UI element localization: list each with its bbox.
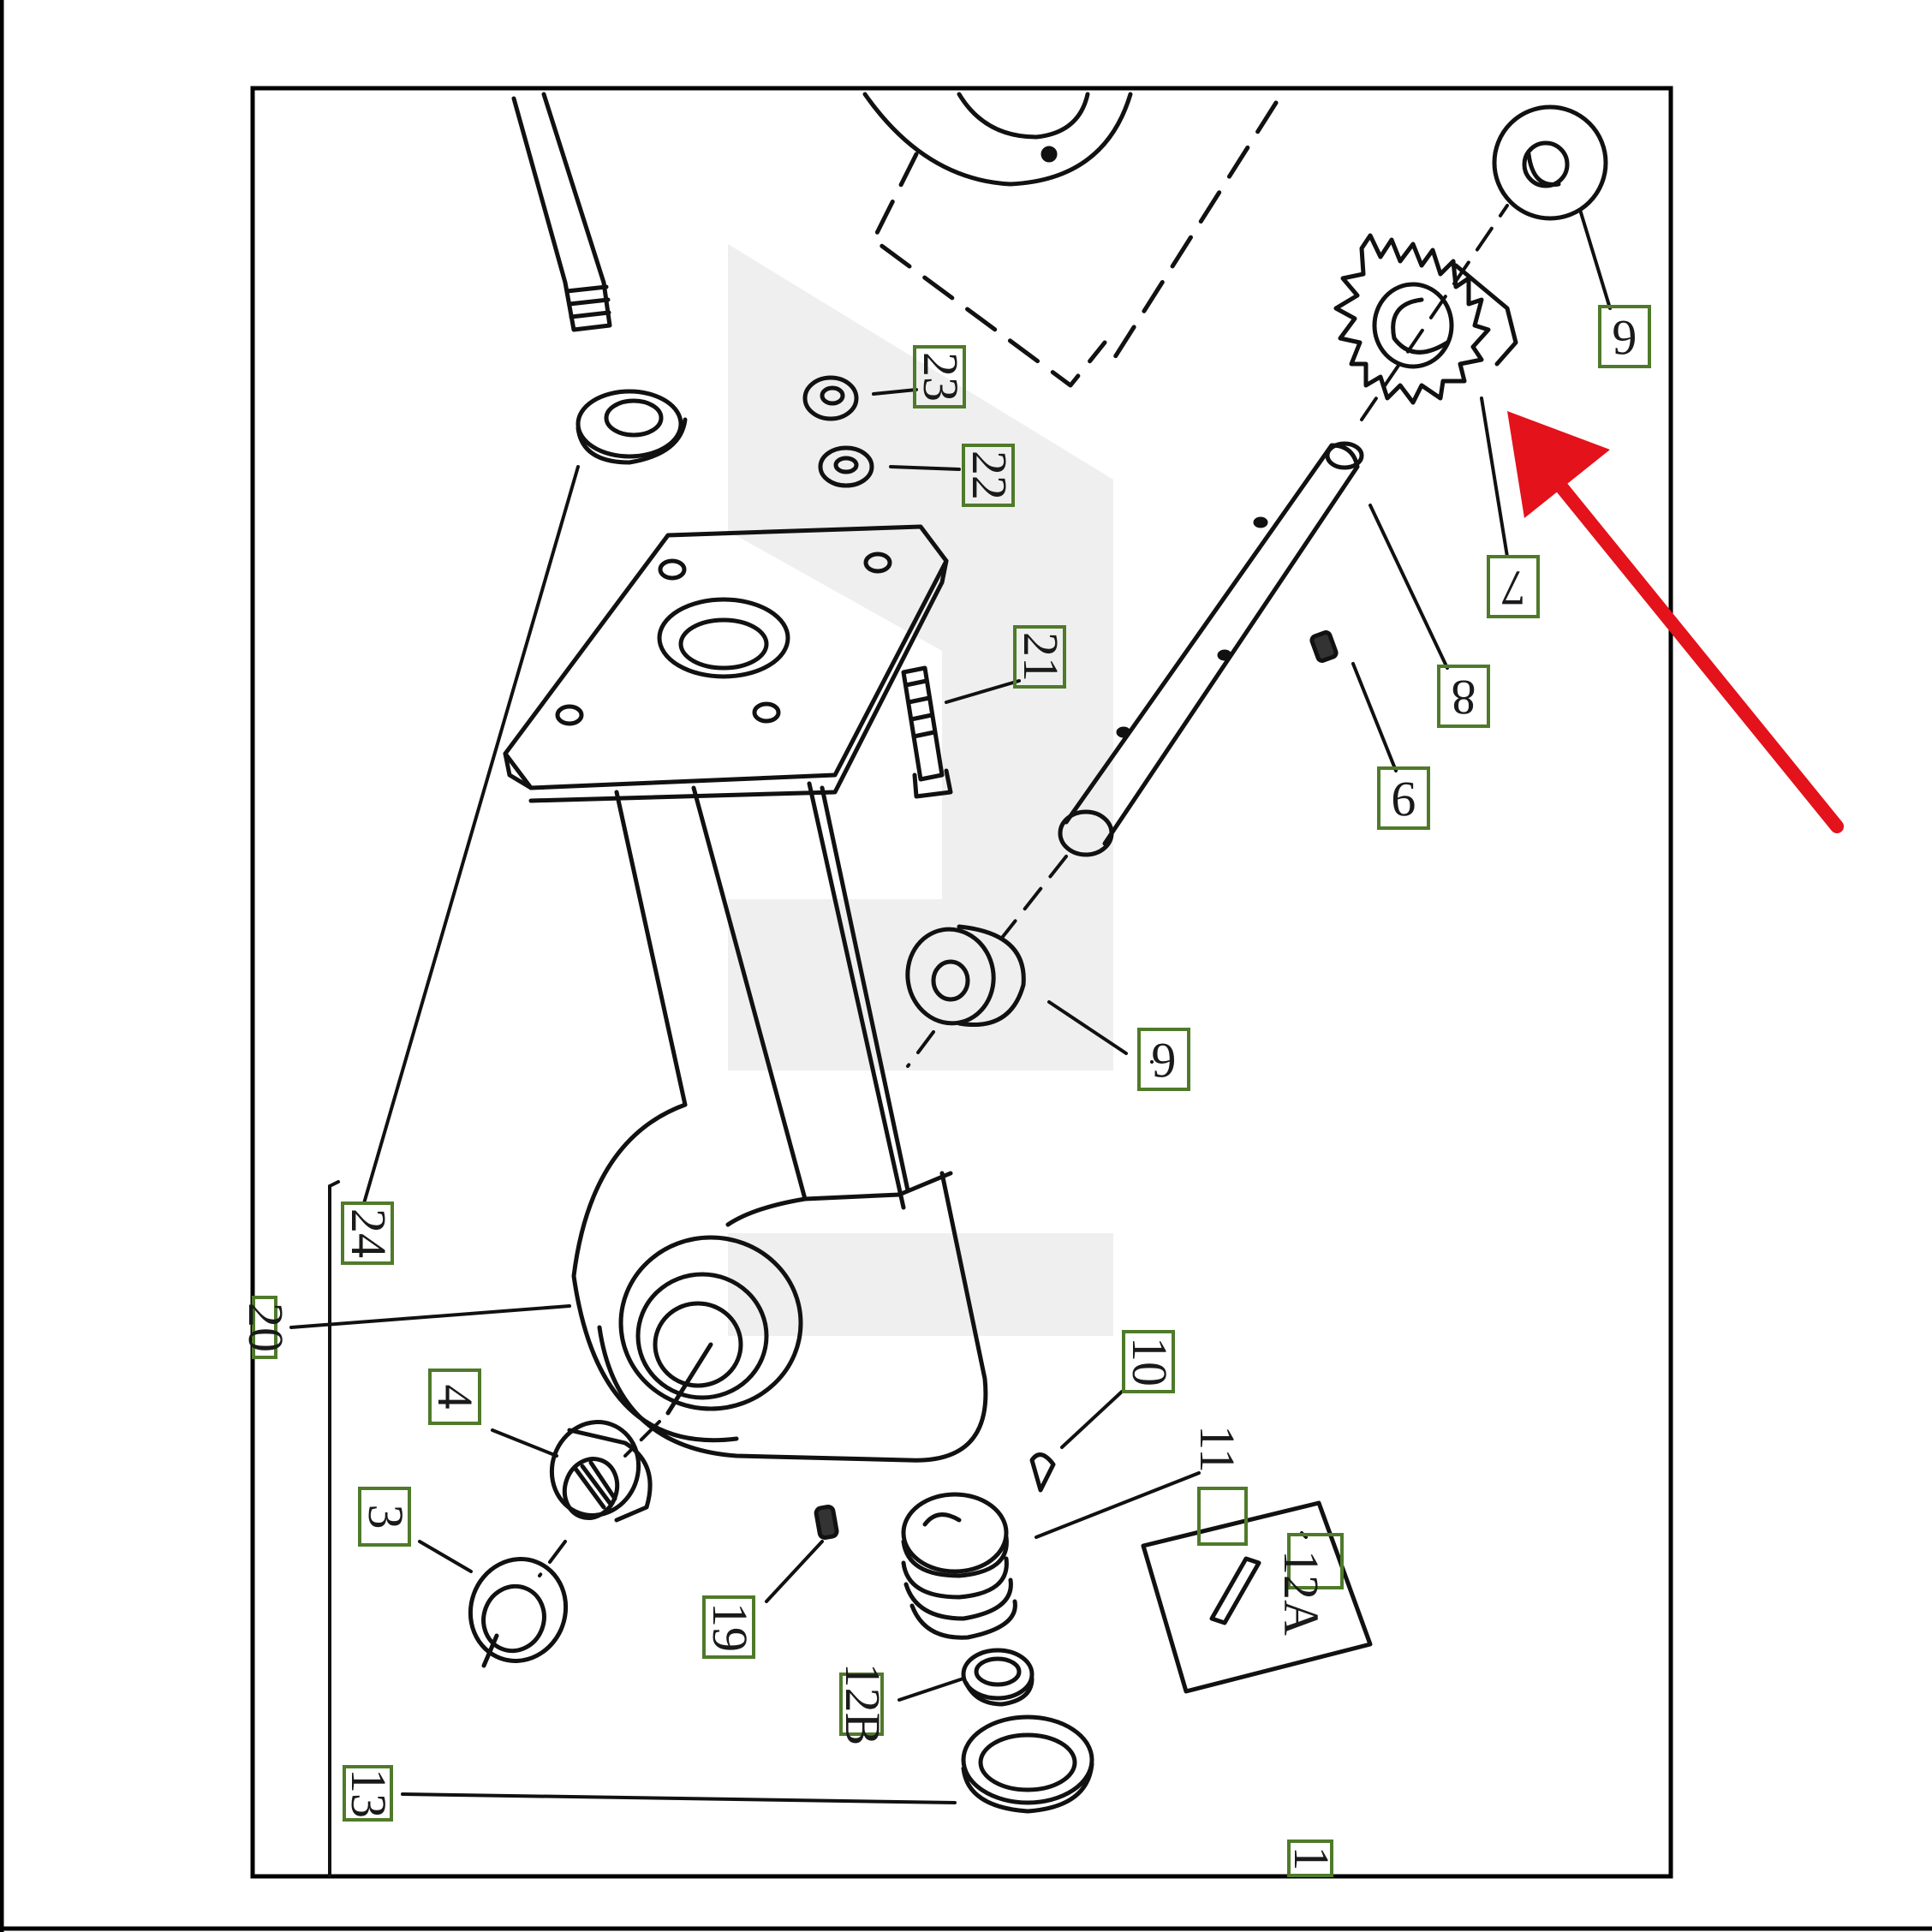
callout-6-middle-label: 6 — [1152, 1033, 1177, 1088]
callout-10-label: 10 — [1122, 1337, 1178, 1386]
leader-lines — [289, 208, 1612, 1877]
callout-4-label: 4 — [427, 1385, 483, 1410]
callout-10: 10 — [1122, 1330, 1178, 1393]
cap-13 — [961, 1714, 1094, 1814]
callout-6-top: 6 — [1598, 305, 1651, 368]
callout-7-label: 7 — [1501, 560, 1526, 616]
seal-3 — [468, 1557, 569, 1668]
callout-12a: 12A — [1273, 1533, 1344, 1636]
washer-6-middle — [905, 924, 1026, 1027]
red-pointer-arrow — [1507, 411, 1844, 833]
callout-8-label: 8 — [1452, 670, 1476, 725]
callout-20-label: 20 — [238, 1303, 294, 1352]
nut-23 — [802, 375, 859, 421]
callout-1-label: 1 — [1284, 1846, 1339, 1871]
key-9 — [1309, 630, 1339, 663]
bracket-base-hub — [571, 1102, 988, 1463]
callout-12b-label: 12B — [835, 1663, 891, 1746]
callouts: 6 7 8 9 21 22 23 6 — [238, 305, 1651, 1877]
washer-12b — [961, 1648, 1035, 1707]
callout-12b: 12B — [835, 1663, 891, 1746]
bracket-column — [614, 781, 910, 1210]
callout-3-label: 3 — [358, 1505, 414, 1530]
upper-shaft — [511, 92, 612, 332]
callout-21: 21 — [1013, 625, 1069, 689]
callout-11: 11 — [1190, 1425, 1248, 1546]
callout-11-label: 11 — [1190, 1425, 1245, 1473]
spring-12 — [901, 1492, 1017, 1640]
bolt-21 — [901, 665, 953, 799]
callout-21-label: 21 — [1013, 632, 1069, 682]
seal-24 — [575, 389, 688, 465]
callout-19-label: 19 — [702, 1602, 758, 1652]
callout-3: 3 — [358, 1487, 414, 1547]
callout-8: 8 — [1437, 665, 1490, 728]
callout-9: 9 — [1377, 766, 1430, 830]
washer-6-top — [1492, 104, 1608, 221]
callout-1: 1 — [1284, 1840, 1339, 1877]
callout-19: 19 — [702, 1595, 758, 1659]
washer-22 — [818, 445, 874, 488]
callout-13-label: 13 — [341, 1768, 397, 1818]
callout-23-label: 23 — [913, 352, 969, 402]
set-screw-19 — [814, 1504, 839, 1541]
callout-24-label: 24 — [341, 1208, 397, 1258]
inset-box-12a — [1141, 1500, 1373, 1694]
callout-22-label: 22 — [962, 450, 1017, 500]
callout-4: 4 — [427, 1368, 483, 1425]
callout-23: 23 — [913, 345, 969, 408]
axis-dashed — [538, 204, 1509, 1577]
callout-6-top-label: 6 — [1613, 310, 1637, 366]
callout-22: 22 — [962, 444, 1017, 507]
callout-13: 13 — [341, 1765, 397, 1822]
gear-7 — [1333, 233, 1518, 405]
callout-6-middle: 6 — [1137, 1028, 1190, 1091]
callout-9-label: 9 — [1392, 772, 1416, 827]
callout-20: 20 — [238, 1296, 294, 1359]
bracket-top-plate — [503, 524, 949, 803]
callout-12a-label: 12A — [1273, 1550, 1329, 1636]
shaft-8 — [1058, 441, 1364, 857]
housing-dashed-outline — [862, 92, 1279, 388]
callout-24: 24 — [341, 1202, 397, 1265]
pin-10 — [1029, 1452, 1056, 1493]
callout-7: 7 — [1487, 555, 1540, 618]
